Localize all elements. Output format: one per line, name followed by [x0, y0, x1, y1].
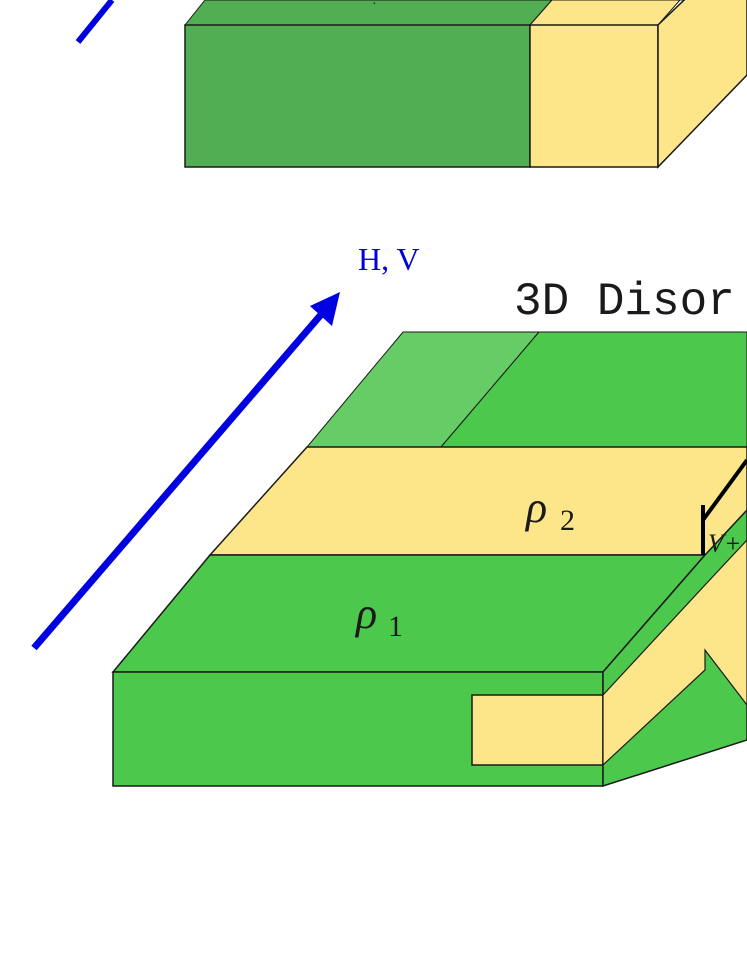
diagram-title: 3D Disor — [514, 276, 735, 328]
field-arrow-head — [310, 292, 340, 326]
main-block — [111, 331, 747, 788]
front-face-inset — [471, 694, 604, 766]
rho1-symbol: ρ — [354, 589, 377, 638]
top-block-top-face-green — [183, 0, 553, 26]
top-block-side-face — [657, 0, 747, 169]
rho2-label: ρ 2 — [524, 483, 575, 537]
top-face-back-green — [439, 331, 747, 448]
top-block-front-green — [184, 24, 531, 168]
region-rho2 — [208, 446, 747, 556]
axis-label: H, V — [358, 241, 420, 277]
top-arrow — [75, 0, 115, 44]
side-face-yellow — [602, 539, 747, 767]
top-block-mark: · — [372, 0, 377, 12]
rho2-symbol: ρ — [524, 483, 547, 532]
rho1-subscript: 1 — [388, 610, 403, 643]
region-rho1 — [111, 554, 707, 673]
top-block: · — [183, 0, 747, 169]
top-block-front-yellow — [529, 24, 659, 168]
contact-label: V+ — [708, 529, 741, 558]
field-arrow-shaft — [31, 307, 328, 651]
rho2-subscript: 2 — [560, 504, 575, 537]
field-arrow — [31, 292, 340, 651]
rho1-label: ρ 1 — [354, 589, 403, 643]
